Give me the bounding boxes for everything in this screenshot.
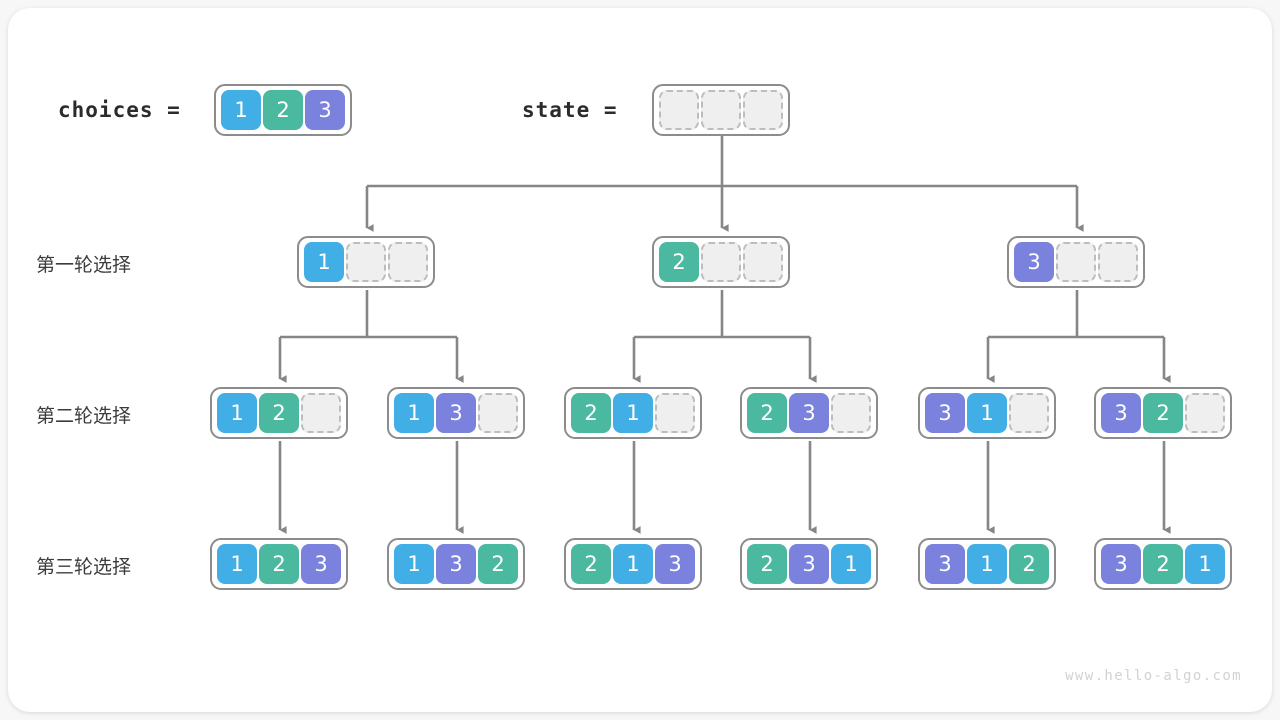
row-label-1: 第一轮选择 xyxy=(36,255,132,276)
r2n1-cell-0: 1 xyxy=(217,393,257,433)
r1n3-cell-1 xyxy=(1056,242,1096,282)
r3n5-cell-1: 1 xyxy=(967,544,1007,584)
choices-cell-2: 3 xyxy=(305,90,345,130)
r1n3-cell-2 xyxy=(1098,242,1138,282)
r3n2-cell-0: 1 xyxy=(394,544,434,584)
r1n2-cell-1 xyxy=(701,242,741,282)
r3n1-cell-0: 1 xyxy=(217,544,257,584)
r3n4-cell-1: 3 xyxy=(789,544,829,584)
r1n3-cell-0: 3 xyxy=(1014,242,1054,282)
tree-node-r1-n1: 1 xyxy=(297,236,435,288)
choices-label: choices = xyxy=(58,98,181,122)
r3n1-cell-2: 3 xyxy=(301,544,341,584)
choices-cell-1: 2 xyxy=(263,90,303,130)
r3n5-cell-2: 2 xyxy=(1009,544,1049,584)
row-label-2: 第二轮选择 xyxy=(36,406,132,427)
state-cell-1 xyxy=(701,90,741,130)
r3n6-cell-2: 1 xyxy=(1185,544,1225,584)
r2n1-cell-2 xyxy=(301,393,341,433)
r2n4-cell-2 xyxy=(831,393,871,433)
r2n2-cell-0: 1 xyxy=(394,393,434,433)
choices-cell-0: 1 xyxy=(221,90,261,130)
r2n4-cell-0: 2 xyxy=(747,393,787,433)
r2n1-cell-1: 2 xyxy=(259,393,299,433)
r3n6-cell-1: 2 xyxy=(1143,544,1183,584)
r2n6-cell-2 xyxy=(1185,393,1225,433)
tree-node-r1-n2: 2 xyxy=(652,236,790,288)
r2n4-cell-1: 3 xyxy=(789,393,829,433)
r2n6-cell-0: 3 xyxy=(1101,393,1141,433)
row-label-3: 第三轮选择 xyxy=(36,557,132,578)
state-array xyxy=(652,84,790,136)
r2n3-cell-1: 1 xyxy=(613,393,653,433)
r3n6-cell-0: 3 xyxy=(1101,544,1141,584)
r1n1-cell-1 xyxy=(346,242,386,282)
state-label: state = xyxy=(522,98,618,122)
r2n5-cell-0: 3 xyxy=(925,393,965,433)
r2n2-cell-2 xyxy=(478,393,518,433)
r3n2-cell-1: 3 xyxy=(436,544,476,584)
r3n4-cell-2: 1 xyxy=(831,544,871,584)
r3n3-cell-0: 2 xyxy=(571,544,611,584)
watermark: www.hello-algo.com xyxy=(1065,668,1242,684)
r1n1-cell-0: 1 xyxy=(304,242,344,282)
r2n5-cell-2 xyxy=(1009,393,1049,433)
r3n4-cell-0: 2 xyxy=(747,544,787,584)
r2n3-cell-0: 2 xyxy=(571,393,611,433)
r2n5-cell-1: 1 xyxy=(967,393,1007,433)
r2n2-cell-1: 3 xyxy=(436,393,476,433)
r1n2-cell-2 xyxy=(743,242,783,282)
r3n5-cell-0: 3 xyxy=(925,544,965,584)
r3n2-cell-2: 2 xyxy=(478,544,518,584)
r3n3-cell-1: 1 xyxy=(613,544,653,584)
state-cell-0 xyxy=(659,90,699,130)
r3n3-cell-2: 3 xyxy=(655,544,695,584)
state-cell-2 xyxy=(743,90,783,130)
r1n1-cell-2 xyxy=(388,242,428,282)
r2n3-cell-2 xyxy=(655,393,695,433)
r1n2-cell-0: 2 xyxy=(659,242,699,282)
r2n6-cell-1: 2 xyxy=(1143,393,1183,433)
tree-node-r1-n3: 3 xyxy=(1007,236,1145,288)
r3n1-cell-1: 2 xyxy=(259,544,299,584)
